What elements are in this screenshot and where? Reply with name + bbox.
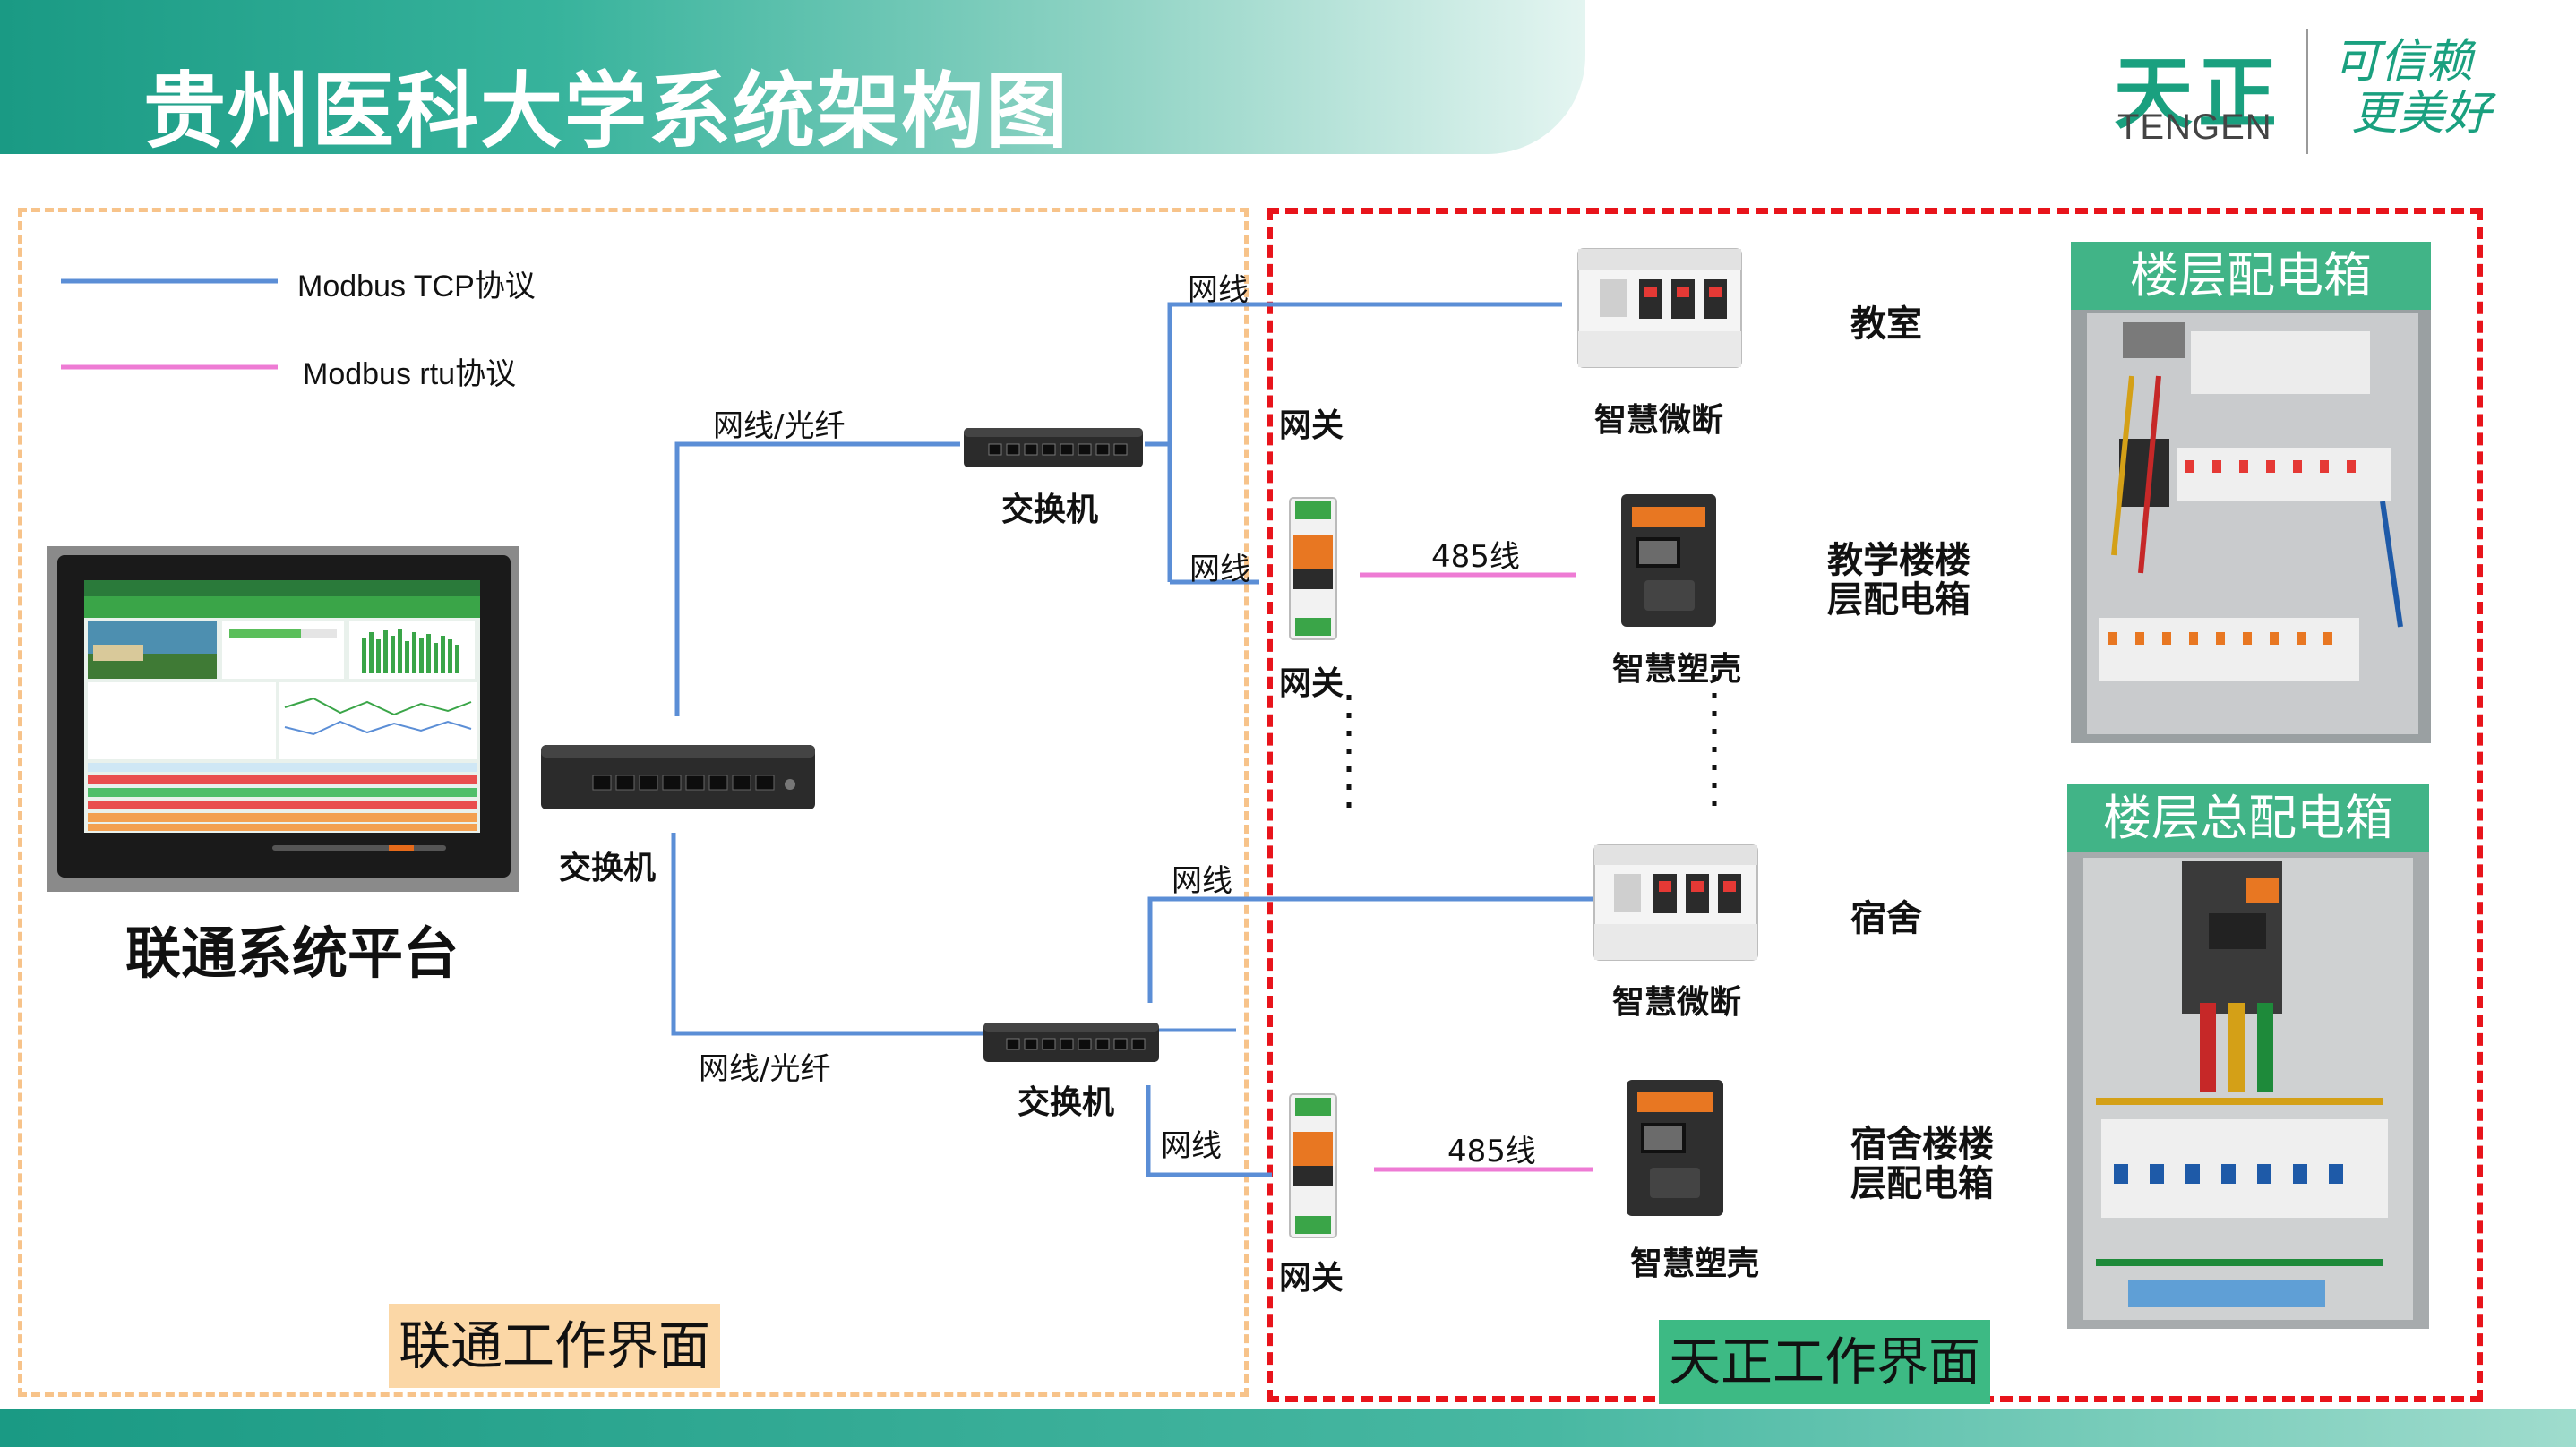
link-main-to-top-switch — [674, 441, 960, 716]
bottom-switch-label: 交换机 — [1018, 1084, 1115, 1121]
floor-main-box-label: 楼层总配电箱 — [2067, 784, 2429, 852]
tengen-logo: 天正 — [2114, 47, 2283, 140]
smart-breaker-bottom-device — [1593, 844, 1758, 961]
gateway-device-top — [1289, 497, 1337, 640]
floor-main-box-photo — [2067, 849, 2429, 1329]
bottom-cable-label-1: 网线 — [1172, 863, 1232, 899]
smart-breaker-bottom-label: 智慧微断 — [1612, 984, 1742, 1021]
area-teaching-floor-box: 教学楼楼 层配电箱 — [1827, 541, 1971, 620]
unicom-zone-label: 联通工作界面 — [389, 1304, 720, 1388]
floor-box-photo — [2071, 304, 2431, 743]
unicom-zone-frame — [18, 208, 1249, 1397]
smart-mccb-bottom-device — [1627, 1080, 1723, 1216]
area-dormitory: 宿舍 — [1850, 898, 1922, 939]
bottom-cable-label-2: 网线 — [1161, 1128, 1222, 1164]
header-band — [0, 0, 1585, 154]
tengen-zone-label: 天正工作界面 — [1659, 1320, 1990, 1404]
rs485-bottom-label: 485线 — [1447, 1134, 1536, 1169]
top-switch-device — [964, 428, 1143, 467]
area-teaching-line-1: 教学楼楼 — [1827, 540, 1971, 581]
smart-mccb-bottom-label: 智慧塑壳 — [1630, 1246, 1760, 1282]
link-bottom-bus — [1147, 896, 1594, 1003]
area-teaching-line-2: 层配电箱 — [1827, 579, 1971, 621]
area-dorm-floor-box: 宿舍楼楼 层配电箱 — [1850, 1125, 1994, 1203]
main-switch-label: 交换机 — [559, 850, 657, 886]
legend-rtu-label: Modbus rtu协议 — [303, 357, 517, 391]
gateway-bottom-label: 网关 — [1279, 1260, 1344, 1297]
gateway-mid-label: 网关 — [1279, 665, 1344, 702]
area-dorm-line-1: 宿舍楼楼 — [1850, 1124, 1994, 1165]
legend-tcp-label: Modbus TCP协议 — [297, 270, 536, 304]
smart-mccb-top-device — [1621, 494, 1716, 627]
logo-divider — [2306, 29, 2308, 154]
gateway-top-label: 网关 — [1279, 407, 1344, 444]
slogan-line-2: 更美好 — [2351, 87, 2492, 141]
tengen-logo-sub: TENGEN — [2117, 107, 2272, 147]
platform-monitor — [47, 546, 519, 892]
top-cable-label-2: 网线 — [1189, 552, 1250, 587]
slogan-line-1: 可信赖 — [2333, 35, 2474, 89]
platform-label: 联通系统平台 — [125, 920, 459, 986]
bottom-switch-device — [983, 1023, 1159, 1062]
slogan: 可信赖 更美好 — [2333, 36, 2491, 140]
area-classroom: 教室 — [1850, 304, 1922, 345]
floor-box-label: 楼层配电箱 — [2071, 242, 2431, 310]
top-switch-label: 交换机 — [1001, 492, 1099, 528]
smart-mccb-top-label: 智慧塑壳 — [1612, 651, 1742, 688]
link-bottom-gateway — [1146, 1085, 1272, 1177]
smart-breaker-top-device — [1577, 248, 1742, 368]
link-top-bus — [1167, 302, 1562, 582]
rs485-top-label: 485线 — [1431, 539, 1520, 575]
footer-band — [0, 1409, 2576, 1447]
top-fiber-label: 网线/光纤 — [713, 408, 846, 444]
bottom-fiber-label: 网线/光纤 — [699, 1051, 831, 1087]
smart-breaker-top-label: 智慧微断 — [1594, 402, 1724, 439]
area-dorm-line-2: 层配电箱 — [1850, 1163, 1994, 1204]
main-switch-device — [541, 745, 815, 809]
page-title: 贵州医科大学系统架构图 — [143, 64, 1070, 159]
top-cable-label-1: 网线 — [1188, 272, 1249, 308]
gateway-device-bottom — [1289, 1093, 1337, 1238]
link-main-to-bottom-switch — [671, 833, 983, 1036]
